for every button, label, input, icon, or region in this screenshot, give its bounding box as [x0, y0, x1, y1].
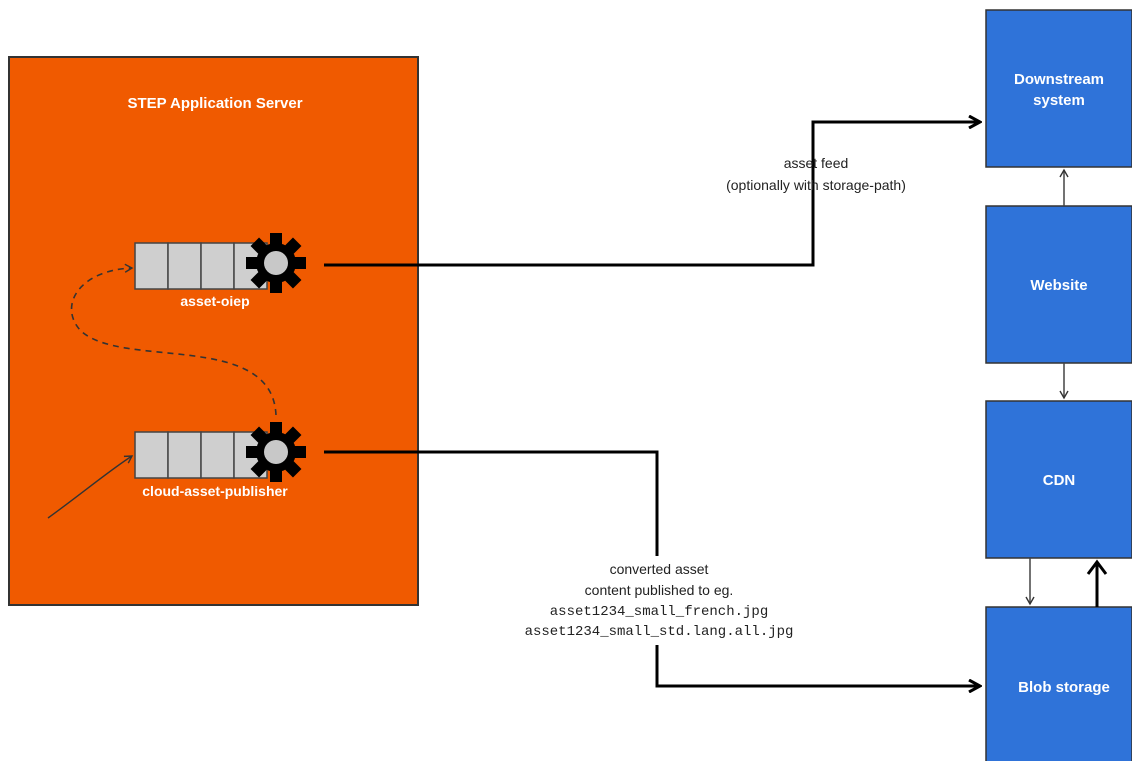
converted-asset-example: asset1234_small_french.jpg [550, 604, 768, 620]
queue-label: asset-oiep [180, 293, 249, 309]
server-title: STEP Application Server [127, 95, 302, 112]
queue-cell [134, 431, 169, 479]
asset-feed-label: (optionally with storage-path) [726, 177, 906, 193]
box-label: Blob storage [1018, 679, 1110, 696]
queue-cell [200, 242, 235, 290]
queue-cell [167, 242, 202, 290]
server-box [8, 56, 419, 606]
queue-cloud-asset-publisher: cloud-asset-publisher [134, 422, 306, 499]
asset-feed-connector [324, 122, 980, 267]
queue-cell [134, 242, 169, 290]
queue-cell [200, 431, 235, 479]
box-label: Website [1030, 277, 1087, 294]
dashed-loop-arrow [70, 263, 277, 416]
gear-icon [246, 422, 306, 482]
incoming-arrow [47, 455, 134, 519]
blob-to-cdn-arrowhead [1086, 559, 1108, 575]
converted-asset-connector-bottom [655, 645, 980, 686]
box-label: CDN [1043, 472, 1076, 489]
website-box: Website [985, 205, 1132, 364]
converted-asset-label: converted asset [610, 561, 709, 577]
downstream-system-box: Downstream system [985, 9, 1132, 168]
queue-asset-oiep: asset-oiep [134, 233, 306, 309]
blob-storage-box: Blob storage [985, 606, 1132, 761]
box-label: Downstream [1014, 71, 1104, 88]
asset-feed-label: asset feed [784, 155, 849, 171]
queue-cell [167, 431, 202, 479]
converted-asset-example: asset1234_small_std.lang.all.jpg [525, 624, 794, 640]
queue-label: cloud-asset-publisher [142, 483, 288, 499]
converted-asset-connector-top [324, 450, 659, 556]
converted-asset-label: content published to eg. [585, 582, 734, 598]
gear-icon [246, 233, 306, 293]
cdn-box: CDN [985, 400, 1132, 559]
box-label: system [1033, 92, 1085, 109]
step-application-server: STEP Application Server [8, 56, 419, 606]
